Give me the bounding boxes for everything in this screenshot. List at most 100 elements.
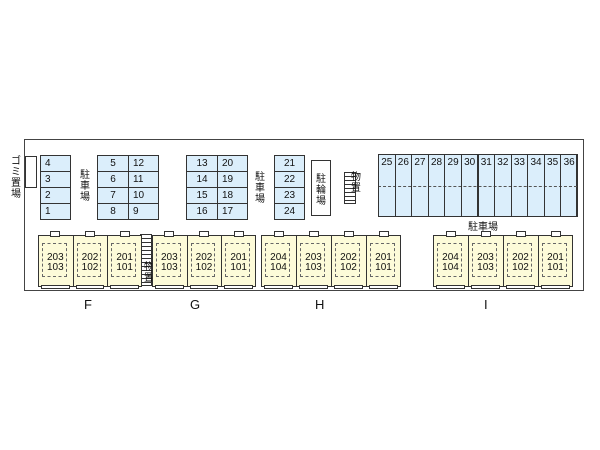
parking-space: 31 xyxy=(477,154,496,217)
unit-interior xyxy=(111,243,136,277)
unit-interior xyxy=(76,243,102,277)
bicycle-parking xyxy=(311,160,331,216)
parking-label-c: 駐車場 xyxy=(255,172,265,205)
parking-space: 6 xyxy=(97,171,129,188)
entrance-step xyxy=(75,285,105,289)
storage-label-top: 物置 xyxy=(351,172,361,194)
unit-interior xyxy=(265,243,290,277)
parking-space: 19 xyxy=(217,171,248,188)
unit-divider xyxy=(107,235,109,287)
parking-space: 32 xyxy=(494,154,512,217)
balcony-tab xyxy=(445,231,456,237)
balcony-tab xyxy=(164,231,175,237)
entrance-step xyxy=(41,285,70,289)
parking-space: 23 xyxy=(274,187,305,204)
unit-number-upper: 203 xyxy=(305,252,322,263)
parking-label-e: 駐車場 xyxy=(468,222,498,233)
storage-label-fg: 物置 xyxy=(144,262,154,284)
balcony-tab xyxy=(550,231,561,237)
unit-interior xyxy=(542,243,567,277)
parking-space: 10 xyxy=(128,187,159,204)
unit-number-upper: 202 xyxy=(340,252,357,263)
balcony-tab xyxy=(273,231,284,237)
entrance-step xyxy=(224,285,253,289)
parking-space: 8 xyxy=(97,203,129,220)
unit-number-upper: 202 xyxy=(81,252,99,263)
entrance-step xyxy=(110,285,139,289)
parking-space: 9 xyxy=(128,203,159,220)
unit-number-lower: 101 xyxy=(116,262,133,273)
unit-interior xyxy=(370,243,395,277)
balcony-tab xyxy=(199,231,209,237)
unit-number-lower: 102 xyxy=(81,262,99,273)
building-letter: H xyxy=(315,297,325,312)
entrance-step xyxy=(264,285,293,289)
entrance-step xyxy=(436,285,465,289)
balcony-tab xyxy=(85,231,95,237)
unit-number-lower: 103 xyxy=(160,262,178,273)
parking-space: 17 xyxy=(217,203,248,220)
balcony-tab xyxy=(50,231,61,237)
parking-label-a: 駐車場 xyxy=(80,170,90,203)
unit-number-lower: 104 xyxy=(442,262,459,273)
parking-space: 24 xyxy=(274,203,305,220)
unit-number-upper: 204 xyxy=(442,252,459,263)
unit-number-lower: 102 xyxy=(340,262,357,273)
entrance-step xyxy=(155,285,184,289)
garbage-area xyxy=(25,156,37,188)
unit-number-upper: 204 xyxy=(270,252,287,263)
balcony-tab xyxy=(480,231,491,237)
unit-interior xyxy=(156,243,181,277)
unit-number-lower: 103 xyxy=(305,262,322,273)
bicycle-parking-label: 駐輪場 xyxy=(316,174,326,207)
balcony-tab xyxy=(308,231,319,237)
parking-space: 35 xyxy=(543,154,562,217)
unit-number-upper: 201 xyxy=(375,252,392,263)
unit-interior xyxy=(437,243,462,277)
unit-interior xyxy=(507,243,532,277)
parking-space: 4 xyxy=(40,155,71,172)
parking-space: 29 xyxy=(444,154,462,217)
unit-number-lower: 101 xyxy=(375,262,392,273)
unit-number-lower: 103 xyxy=(477,262,494,273)
balcony-tab xyxy=(378,231,389,237)
parking-space: 16 xyxy=(186,203,218,220)
parking-space: 22 xyxy=(274,171,305,188)
parking-space: 33 xyxy=(510,154,529,217)
parking-space: 30 xyxy=(460,154,479,217)
parking-space: 7 xyxy=(97,187,129,204)
unit-divider xyxy=(186,235,188,287)
parking-space: 1 xyxy=(40,203,71,220)
parking-space: 12 xyxy=(128,155,159,172)
unit-number-lower: 101 xyxy=(230,262,247,273)
parking-space: 3 xyxy=(40,171,71,188)
unit-number-upper: 201 xyxy=(116,252,133,263)
unit-number-upper: 202 xyxy=(195,252,213,263)
balcony-tab xyxy=(233,231,244,237)
parking-space: 28 xyxy=(427,154,446,217)
balcony-tab xyxy=(119,231,130,237)
unit-interior xyxy=(42,243,67,277)
parking-space: 21 xyxy=(274,155,305,172)
parking-space: 25 xyxy=(378,154,396,217)
entrance-step xyxy=(369,285,398,289)
parking-space: 14 xyxy=(186,171,218,188)
parking-space: 36 xyxy=(560,154,578,217)
parking-space: 20 xyxy=(217,155,248,172)
unit-interior xyxy=(300,243,325,277)
garbage-area-label: ゴミ置場 xyxy=(11,156,21,200)
entrance-step xyxy=(299,285,328,289)
entrance-step xyxy=(471,285,500,289)
building-letter: G xyxy=(190,297,201,312)
unit-number-lower: 102 xyxy=(512,262,529,273)
unit-number-upper: 203 xyxy=(160,252,178,263)
unit-interior xyxy=(225,243,250,277)
unit-divider xyxy=(296,235,297,287)
entrance-step xyxy=(506,285,535,289)
balcony-tab xyxy=(515,231,526,237)
parking-space: 13 xyxy=(186,155,218,172)
unit-divider xyxy=(503,235,504,287)
unit-divider xyxy=(331,235,332,287)
unit-number-upper: 203 xyxy=(46,252,64,263)
unit-divider xyxy=(221,235,223,287)
